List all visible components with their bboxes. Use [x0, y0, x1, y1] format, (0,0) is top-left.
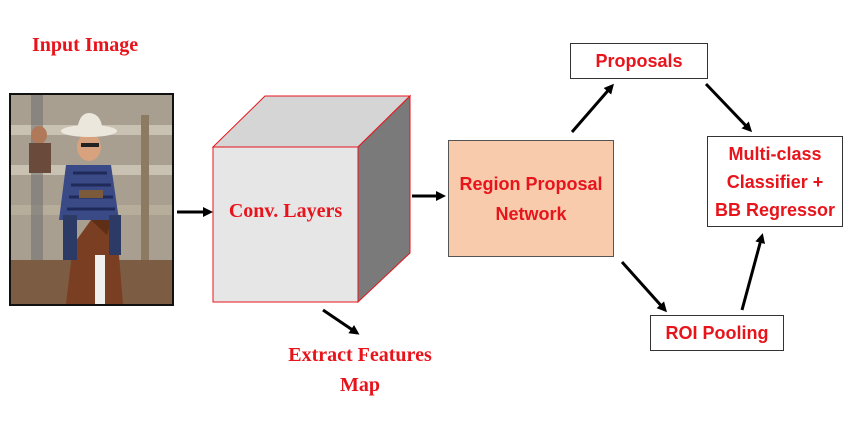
input-image-photo [9, 93, 174, 306]
input-image-title: Input Image [32, 34, 139, 56]
classifier-regressor-box: Multi-class Classifier + BB Regressor [707, 136, 843, 227]
proposals-box: Proposals [570, 43, 708, 79]
conv-layers-cube [211, 94, 412, 304]
classifier-line1: Multi-class [728, 143, 822, 164]
arrow-rpn-to-roi [620, 260, 668, 313]
arrow-conv-to-features [322, 308, 360, 335]
arrow-roi-to-classifier [740, 233, 766, 311]
roi-pooling-label: ROI Pooling [665, 323, 769, 343]
roi-pooling-box: ROI Pooling [650, 315, 784, 351]
extract-features-line1: Extract Features [288, 344, 432, 366]
region-proposal-network-box: Region Proposal Network [448, 140, 614, 257]
classifier-line3: BB Regressor [714, 199, 836, 220]
conv-layers-label: Conv. Layers [228, 200, 343, 222]
arrow-rpn-to-proposals [570, 83, 614, 133]
extract-features-line2: Map [340, 374, 380, 396]
cowboy-rider-image [11, 95, 172, 304]
proposals-label: Proposals [595, 51, 683, 71]
extract-features-label: Extract Features Map [270, 340, 450, 400]
classifier-line2: Classifier + [726, 171, 824, 192]
cube-front-face [212, 146, 359, 303]
rpn-line2: Network [495, 203, 567, 224]
arrow-proposals-to-classifier [704, 82, 753, 133]
rpn-line1: Region Proposal [459, 173, 603, 194]
